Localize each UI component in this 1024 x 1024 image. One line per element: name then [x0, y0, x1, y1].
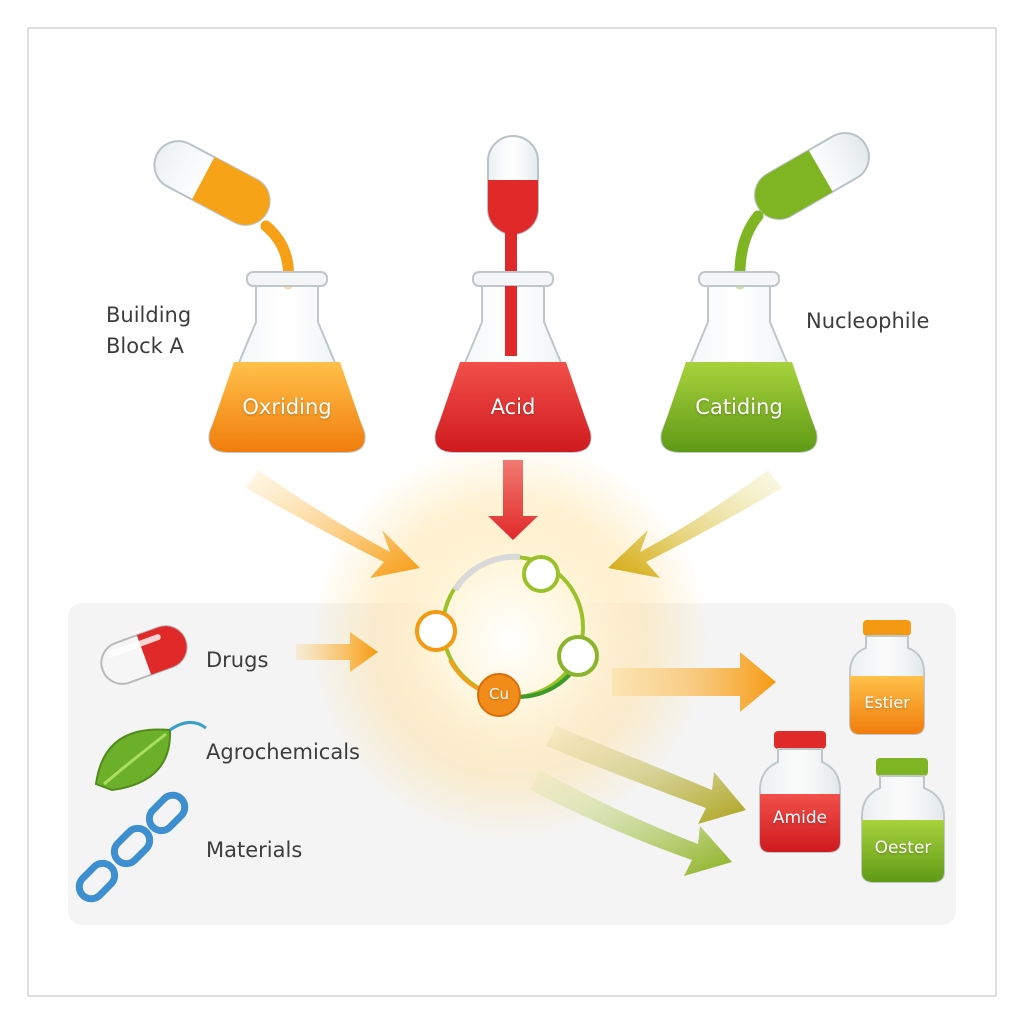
- catalytic-cycle: [415, 553, 599, 700]
- flask-label-acid: Acid: [490, 395, 536, 419]
- arrow-acid-in: [488, 460, 538, 540]
- flask-oxriding: [208, 271, 366, 453]
- application-materials: Materials: [206, 838, 303, 862]
- catalyst-label: Cu: [489, 685, 509, 703]
- tube-red: [487, 135, 539, 288]
- application-agrochemicals: Agrochemicals: [206, 740, 360, 764]
- bottle-estier: [849, 620, 925, 735]
- leaf-icon: [94, 721, 207, 792]
- arrow-drugs: [296, 632, 378, 672]
- cycle-node-top: [522, 555, 560, 593]
- flask-label-catiding: Catiding: [695, 395, 783, 419]
- capsule-icon: [100, 625, 188, 685]
- flask-catiding: [660, 271, 818, 453]
- arrow-oxriding-in: [246, 470, 420, 578]
- copper-catalyst-node: [477, 673, 521, 717]
- nucleophile-label: Nucleophile: [806, 309, 930, 333]
- bottle-oester: [861, 758, 945, 883]
- chain-link-icon: [75, 791, 189, 903]
- product-label-amide: Amide: [772, 808, 828, 828]
- cycle-node-left: [415, 610, 457, 652]
- arrow-to-estier: [612, 652, 776, 712]
- bottle-amide: [759, 731, 841, 853]
- product-label-oester: Oester: [874, 838, 932, 858]
- building-block-label: Building Block A: [106, 300, 191, 362]
- application-drugs: Drugs: [206, 648, 269, 672]
- building-block-line1: Building: [106, 303, 192, 327]
- catalyst-glow: [310, 440, 710, 840]
- building-block-line2: Block A: [106, 334, 184, 358]
- flask-label-oxriding: Oxriding: [242, 395, 332, 419]
- arrow-to-oester: [530, 770, 732, 876]
- arrow-to-amide: [546, 726, 746, 824]
- product-label-estier: Estier: [864, 693, 910, 712]
- cycle-node-right: [557, 635, 599, 677]
- flask-acid: [434, 271, 592, 453]
- arrow-catiding-in: [608, 470, 782, 578]
